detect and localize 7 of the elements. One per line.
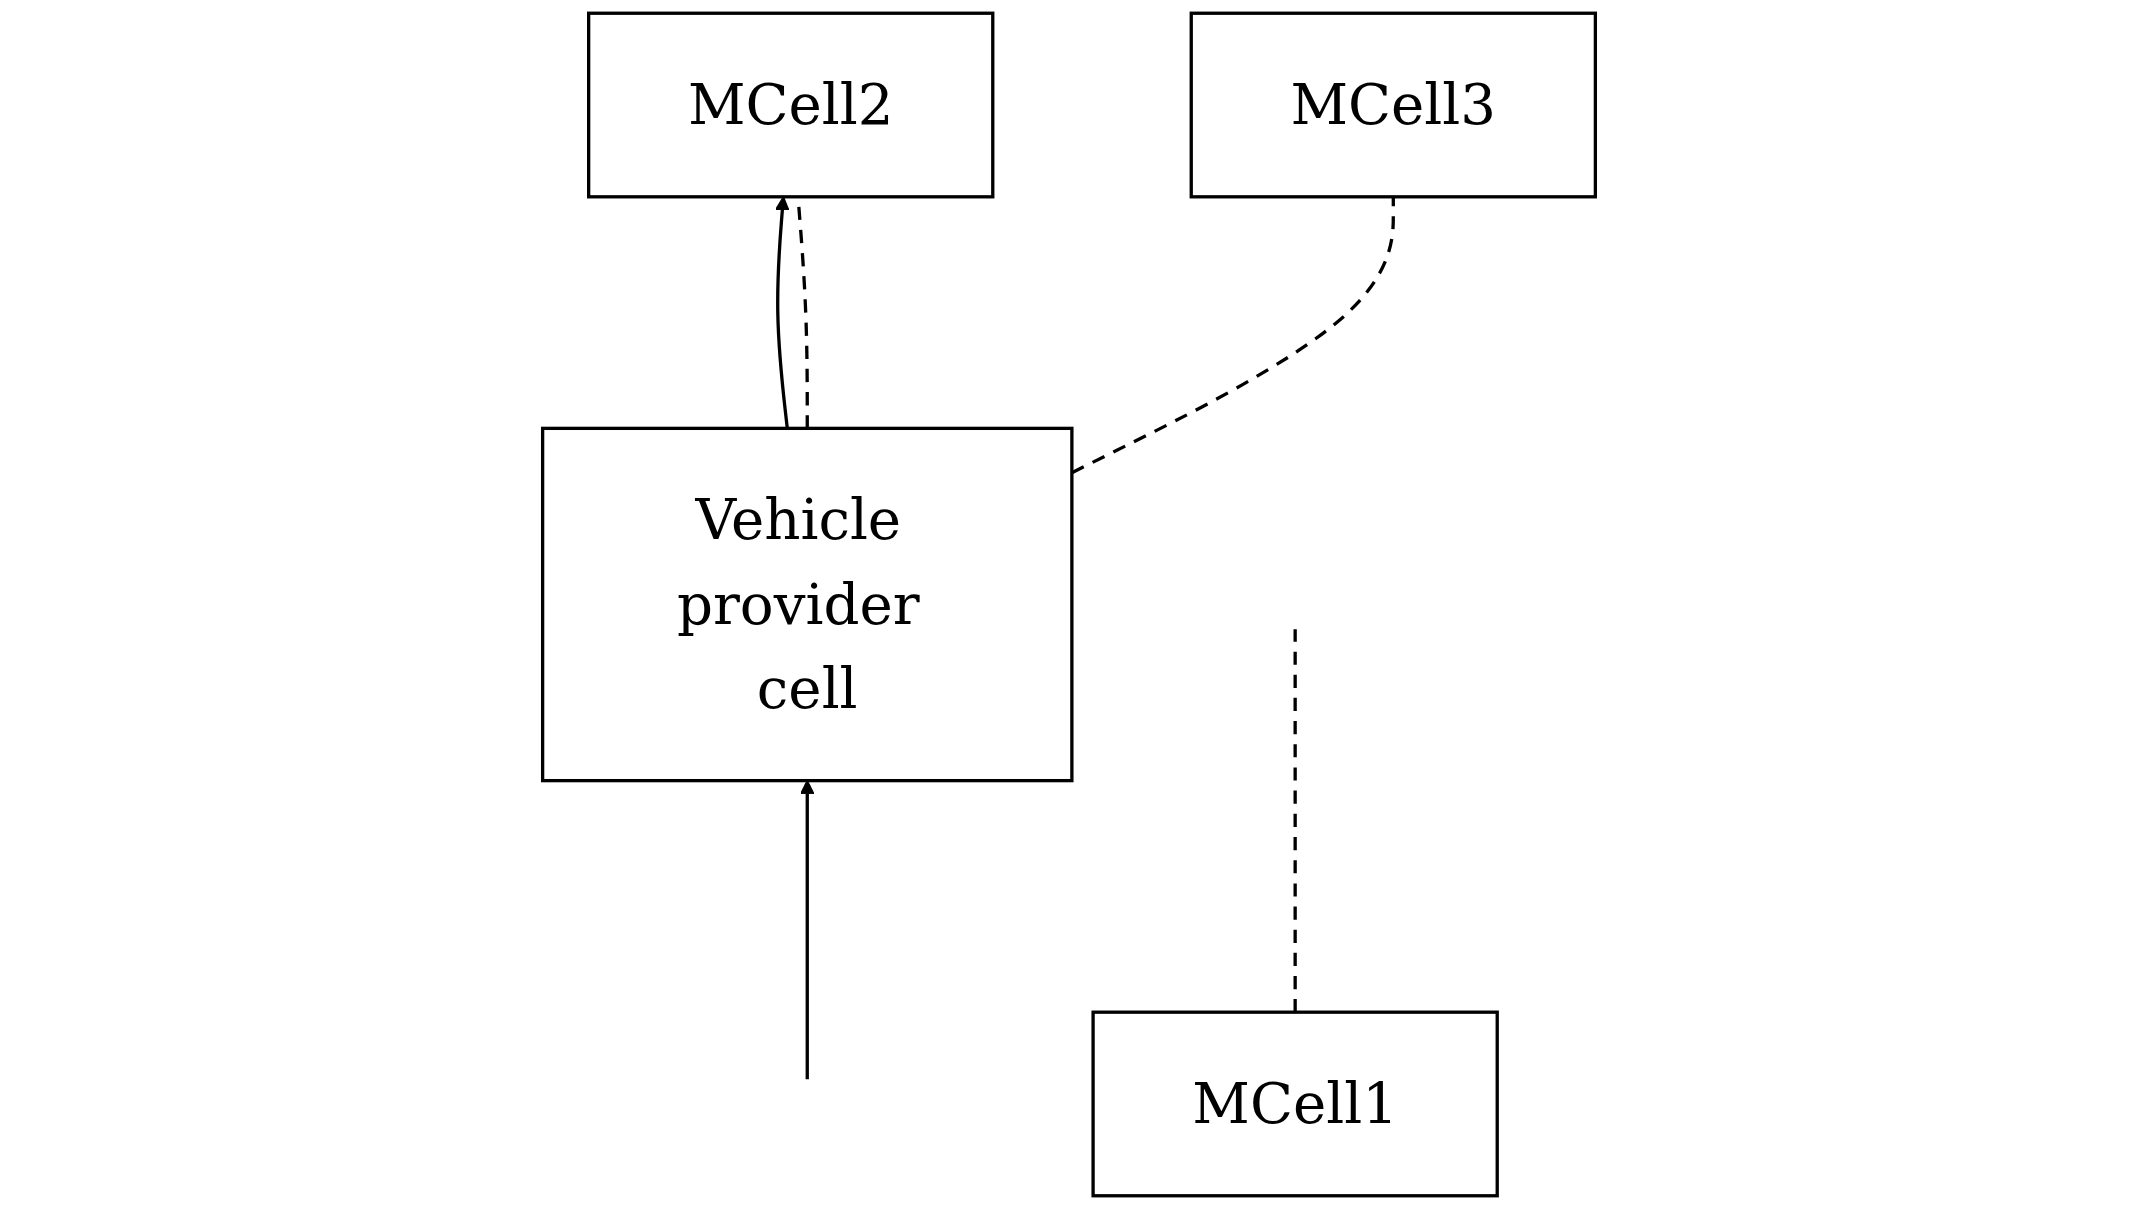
node-box: MCell1 (1091, 1010, 1499, 1198)
node-box: MCell2 (587, 11, 995, 199)
node-box: Vehicle provider cell (540, 426, 1074, 783)
arrow (800, 780, 815, 1080)
connector (1293, 629, 1297, 1013)
node-box: MCell3 (1189, 11, 1598, 199)
arrow (775, 196, 790, 429)
